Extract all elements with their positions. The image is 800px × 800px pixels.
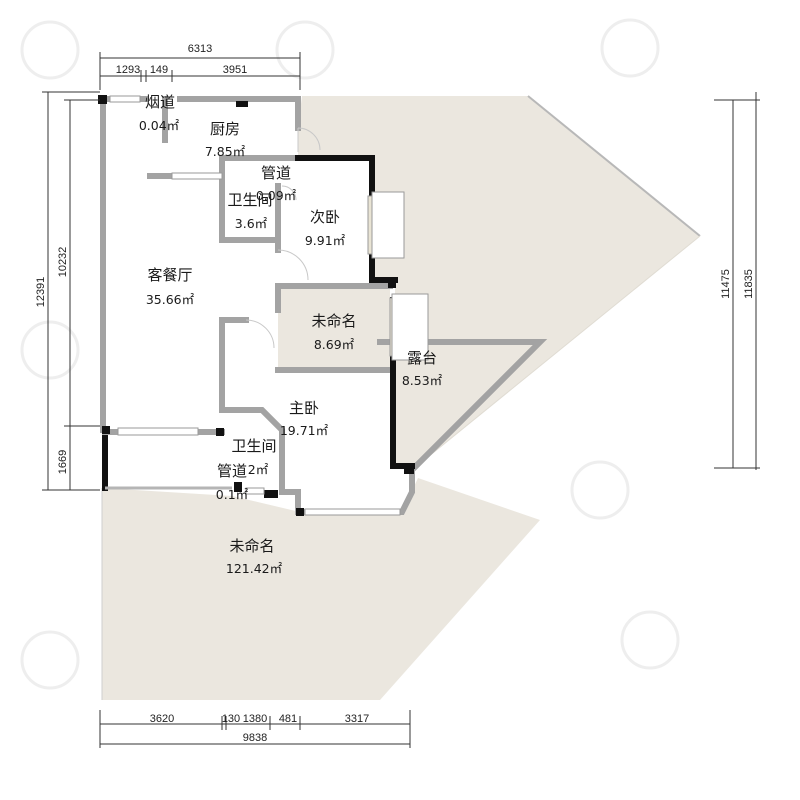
- unnamed-large-area: 121.42㎡: [226, 561, 283, 576]
- master-bedroom-area: 19.71㎡: [280, 423, 329, 438]
- wall-bath-lower: [219, 407, 285, 495]
- column-bath-lower: [216, 428, 224, 436]
- bath-upper-area: 3.6㎡: [235, 216, 268, 231]
- terrace-floor: [396, 342, 540, 466]
- terrace-name: 露台: [407, 349, 437, 367]
- terrace-area: 8.53㎡: [402, 373, 443, 388]
- dim-top-seg-3: 3951: [223, 64, 247, 76]
- kitchen-area: 7.85㎡: [205, 144, 246, 159]
- dim-bottom-seg-4: 481: [279, 713, 297, 725]
- dim-top-seg-1: 1293: [116, 64, 140, 76]
- dimension-top: 6313 1293 149 3951: [99, 43, 301, 90]
- dim-bottom-seg-2: 130: [222, 713, 240, 725]
- dim-left-lower: 1669: [57, 450, 69, 474]
- windows: [109, 95, 429, 516]
- unnamed-small-area: 8.69㎡: [314, 337, 355, 352]
- outdoor-area: [101, 95, 701, 700]
- bath-upper-name: 卫生间: [227, 191, 272, 209]
- dimension-right: 11475 11835: [714, 92, 760, 470]
- door-bath-upper: [281, 185, 297, 201]
- window-master-bottom: [304, 508, 401, 516]
- bay-window-second-frame: [371, 191, 405, 259]
- dim-bottom-seg-1: 3620: [150, 713, 174, 725]
- unnamed-large-name: 未命名: [229, 537, 274, 555]
- dimension-left: 12391 10232 1669: [35, 91, 100, 491]
- dim-bottom-total: 9838: [243, 732, 267, 744]
- window-flue: [109, 95, 141, 103]
- pipe-upper-area: 0.09㎡: [256, 188, 297, 203]
- column-mid-left: [102, 426, 110, 434]
- bottom-outdoor-area: [102, 478, 540, 700]
- unnamed-small-name: 未命名: [311, 312, 356, 330]
- wall-terrace: [377, 339, 548, 475]
- bath-lower-name: 卫生间: [231, 437, 276, 455]
- door-master: [245, 319, 275, 349]
- column-top-mid: [236, 101, 248, 107]
- dim-right-inner: 11475: [720, 269, 732, 299]
- bath-lower-area: 2㎡: [248, 462, 269, 477]
- outdoor-edge-right: [411, 235, 701, 471]
- second-bedroom-area: 9.91㎡: [305, 233, 346, 248]
- master-bedroom-name: 主卧: [289, 399, 319, 417]
- door-kitchen-balcony: [297, 127, 321, 151]
- flue-area: 0.04㎡: [139, 118, 180, 133]
- dim-left-outer: 12391: [35, 277, 47, 308]
- window-kitchen: [171, 172, 223, 180]
- living-dining-name: 客餐厅: [147, 266, 192, 284]
- dim-top-seg-2: 149: [150, 64, 168, 76]
- column-unnamed: [388, 280, 396, 288]
- outdoor-edge-top: [527, 95, 701, 237]
- wall-master-bottom: [279, 467, 415, 515]
- column-bottom: [264, 490, 278, 498]
- kitchen-name: 厨房: [210, 120, 240, 138]
- door-second-bedroom: [277, 249, 309, 281]
- pipe-lower-name: 管道: [217, 462, 247, 480]
- unnamed-small-floor: [278, 286, 390, 370]
- living-dining-area: 35.66㎡: [146, 292, 195, 307]
- dim-left-inner: 10232: [57, 247, 69, 278]
- column-bottom-right: [296, 508, 304, 516]
- dim-right-outer: 11835: [743, 269, 755, 299]
- doors: [245, 127, 321, 349]
- column-top-left: [98, 95, 107, 104]
- column-pipe-lower: [234, 482, 242, 492]
- pipe-lower-area: 0.1㎡: [216, 487, 249, 502]
- second-bedroom-name: 次卧: [310, 208, 340, 226]
- dim-bottom-seg-5: 3317: [345, 713, 369, 725]
- wall-top-kitchen: [177, 96, 301, 131]
- dim-bottom-seg-3: 1380: [243, 713, 267, 725]
- window-pipe: [245, 487, 265, 495]
- dim-top-total: 6313: [188, 43, 212, 55]
- room-labels: 烟道 0.04㎡ 厨房 7.85㎡ 管道 0.09㎡ 卫生间 3.6㎡ 次卧 9…: [139, 93, 443, 576]
- column-terrace-corner: [404, 466, 414, 474]
- bay-window-unnamed-frame: [391, 293, 429, 361]
- window-storage: [117, 427, 199, 436]
- dimension-bottom: 3620 130 1380 481 3317 9838: [99, 710, 411, 748]
- flue-name: 烟道: [145, 93, 175, 111]
- pipe-upper-name: 管道: [261, 164, 291, 182]
